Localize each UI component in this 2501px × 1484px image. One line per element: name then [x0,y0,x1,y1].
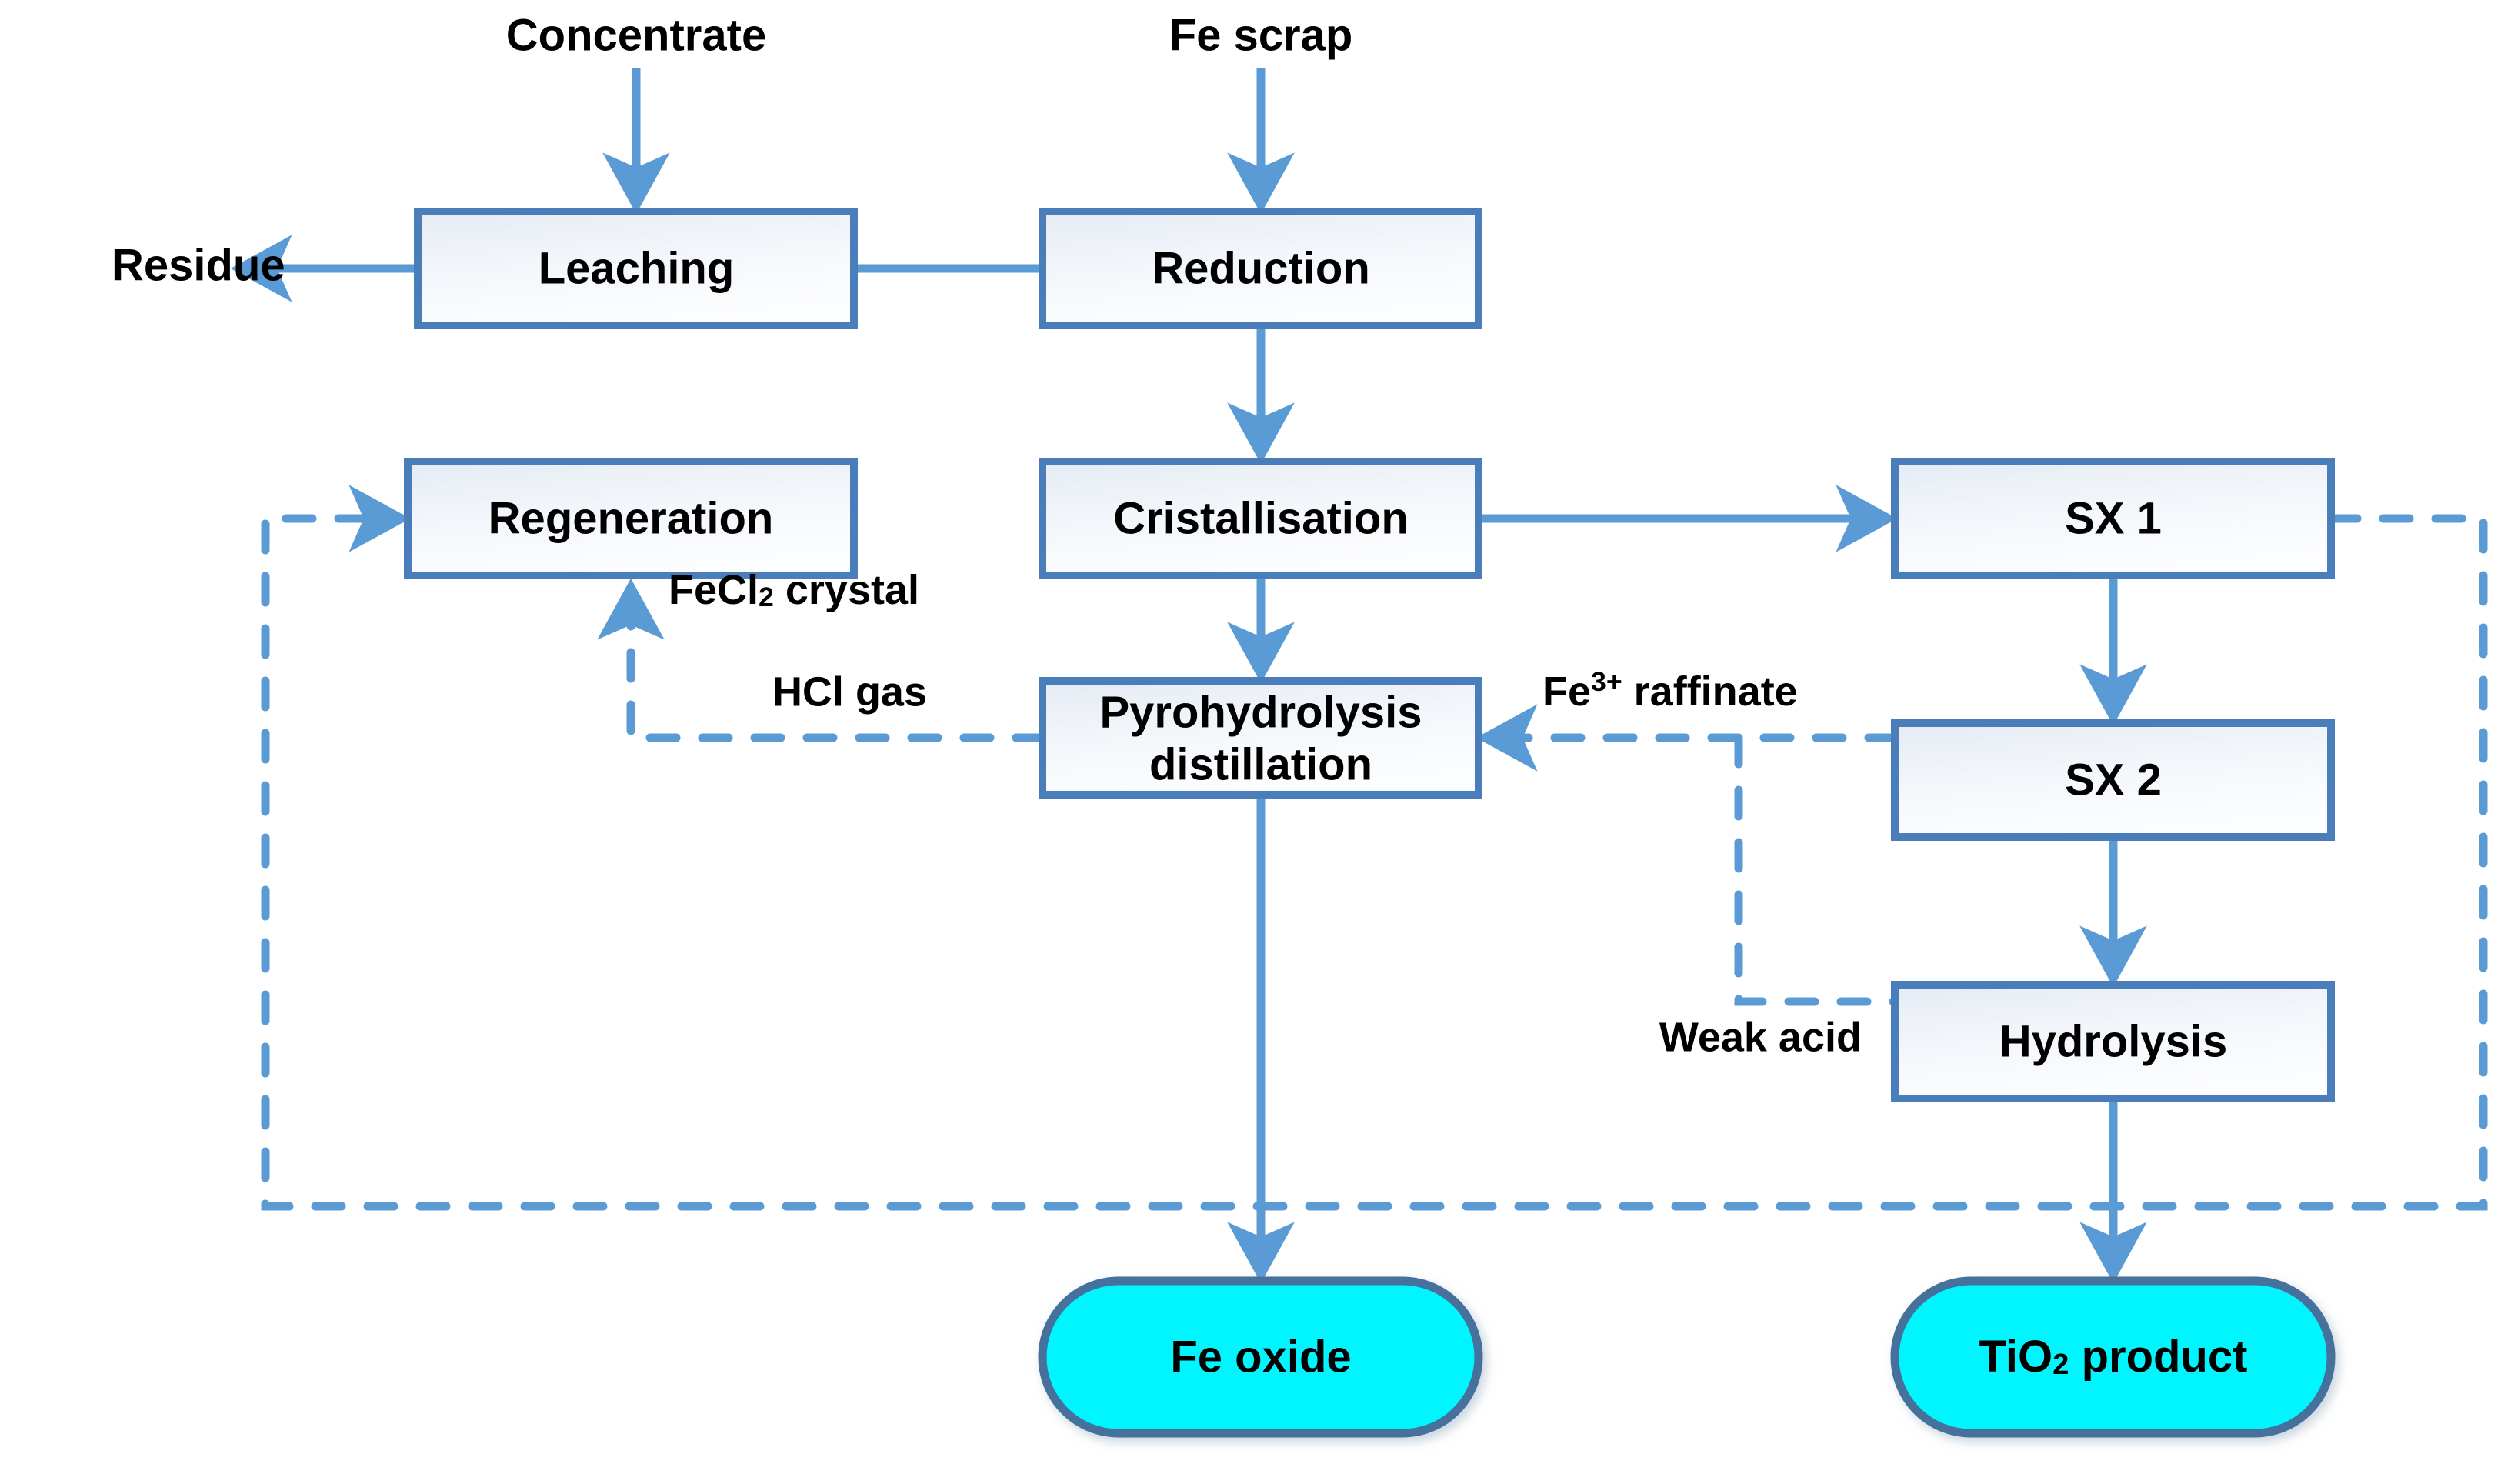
node-pyrohydrolysis-label-line2: distillation [1149,739,1372,789]
node-reduction-label: Reduction [1152,243,1370,293]
tio2-text: TiO [1979,1332,2053,1382]
node-regeneration[interactable]: Regeneration [404,458,858,579]
node-leaching-label: Leaching [539,243,735,293]
node-hydrolysis[interactable]: Hydrolysis [1891,981,2335,1102]
fe-text: Fe [1542,669,1591,715]
label-hcl-gas: HCl gas [772,669,927,715]
label-weak-acid: Weak acid [1659,1014,1862,1060]
raffinate-word: raffinate [1622,669,1798,715]
label-fe3-raffinate: Fe3+ raffinate [1542,666,1798,715]
node-regeneration-label: Regeneration [489,493,774,543]
connector-sx1-recycle-to-regeneration [261,485,2488,1211]
node-hydrolysis-label: Hydrolysis [1999,1016,2228,1066]
node-pyrohydrolysis-label-line1: Pyrohydrolysis [1099,687,1422,737]
label-concentrate: Concentrate [506,10,766,60]
connector-layer [230,68,2488,1284]
fecl2-crystal-word: crystal [774,567,919,613]
stream-label-layer: Concentrate Fe scrap Residue FeCl2 cryst… [112,10,1862,1060]
node-pyrohydrolysis-distillation[interactable]: Pyrohydrolysis distillation [1039,677,1482,799]
label-fe-scrap: Fe scrap [1169,10,1353,60]
node-tio2-product-label: TiO2 product [1979,1332,2248,1382]
label-fecl2-crystal: FeCl2 crystal [669,567,919,613]
node-sx2[interactable]: SX 2 [1891,719,2335,841]
node-reduction[interactable]: Reduction [1039,208,1482,329]
label-residue: Residue [112,240,285,290]
node-cristallisation-label: Cristallisation [1113,493,1409,543]
node-sx1[interactable]: SX 1 [1891,458,2335,579]
node-fe-oxide[interactable]: Fe oxide [1038,1276,1483,1438]
connector-weak-acid-to-hydrolysis [1734,733,1899,1006]
product-node-layer: Fe oxide TiO2 product [1038,1276,2336,1438]
fe3-superscript: 3+ [1591,666,1622,697]
fecl2-text: FeCl [669,567,759,613]
node-sx1-label: SX 1 [2065,493,2162,543]
node-fe-oxide-label: Fe oxide [1170,1332,1351,1382]
node-cristallisation[interactable]: Cristallisation [1039,458,1482,579]
fecl2-subscript: 2 [759,582,774,612]
node-leaching[interactable]: Leaching [414,208,858,329]
node-sx2-label: SX 2 [2065,755,2162,805]
node-tio2-product[interactable]: TiO2 product [1890,1276,2336,1438]
tio2-product-word: product [2069,1332,2247,1382]
tio2-subscript: 2 [2052,1348,2069,1381]
process-box-layer: Leaching Reduction Regeneration Cristall… [404,208,2335,1102]
